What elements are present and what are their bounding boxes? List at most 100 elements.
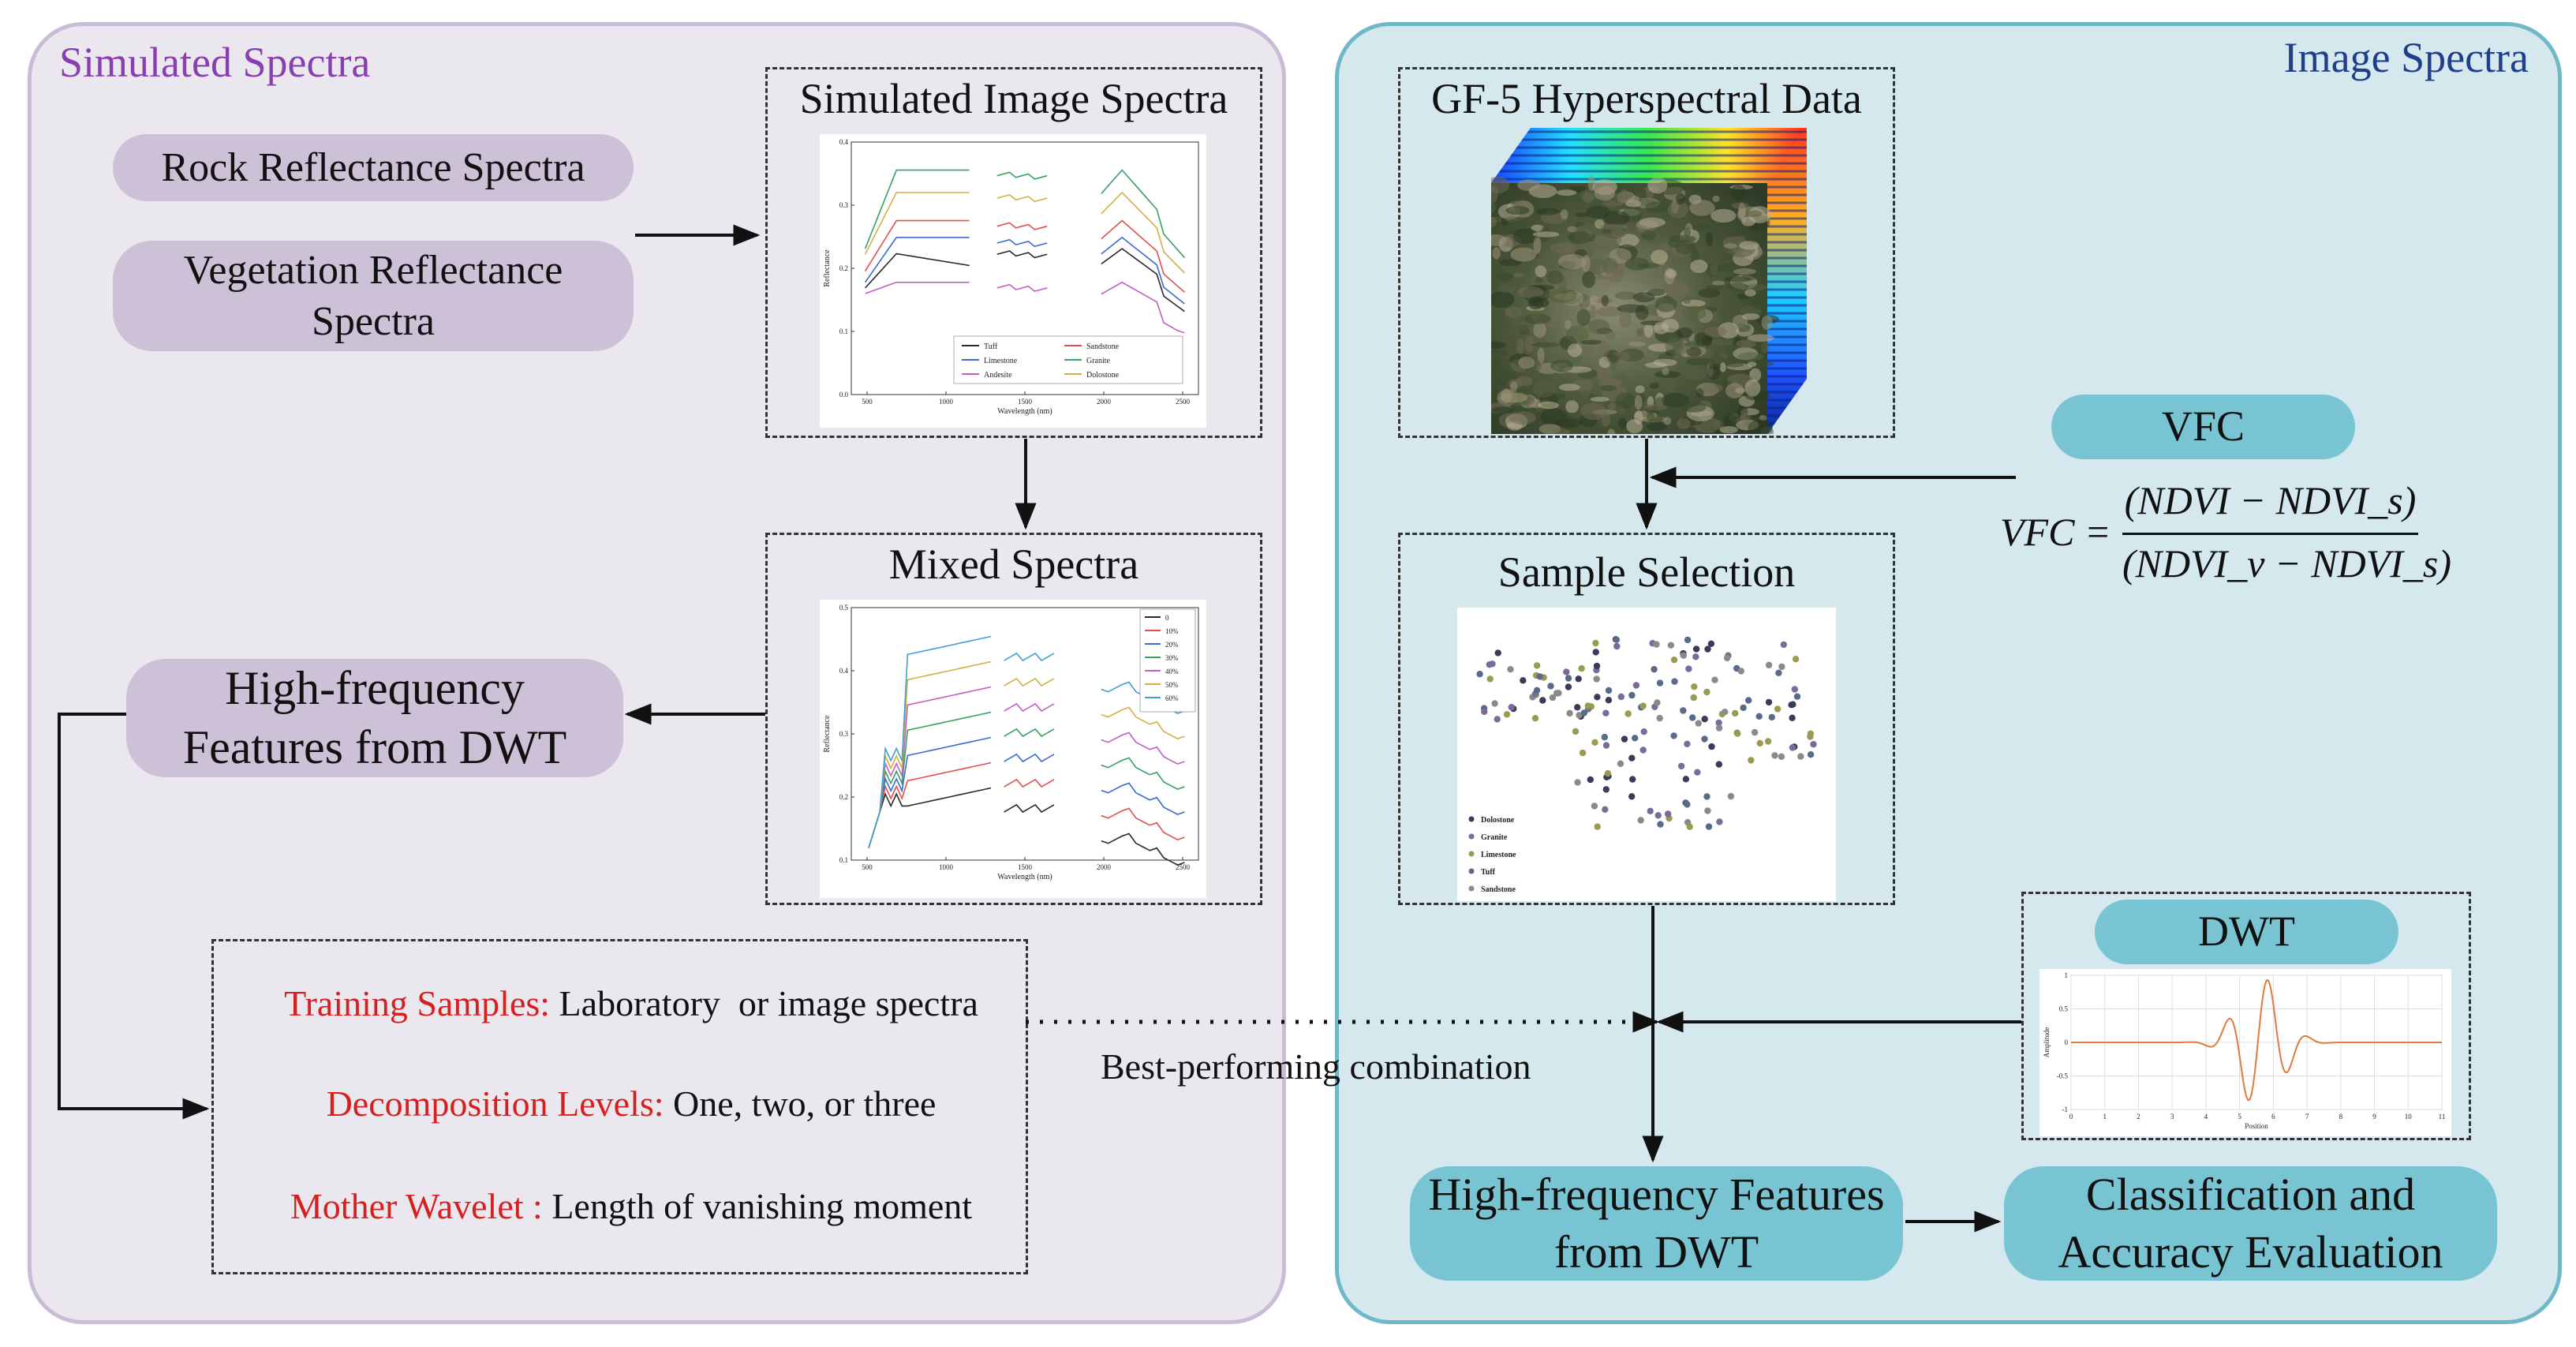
sample-point	[1789, 714, 1796, 721]
terrain-patch	[1489, 291, 1515, 309]
terrain-patch	[1677, 418, 1691, 429]
sample-point	[1705, 823, 1713, 830]
terrain-patch	[1487, 349, 1509, 357]
terrain-patch	[1747, 334, 1774, 342]
terrain-patch	[1686, 224, 1712, 230]
simulated-series-seg3	[1101, 248, 1185, 312]
sample-point	[1617, 760, 1624, 767]
sample-point	[1531, 715, 1539, 722]
sample-point	[1536, 673, 1543, 680]
terrain-patch	[1636, 220, 1659, 229]
sample-point	[1723, 654, 1731, 662]
terrain-patch	[1575, 212, 1590, 218]
terrain-patch	[1702, 335, 1712, 346]
terrain-patch	[1730, 185, 1747, 200]
simulated-legend-label: Andesite	[984, 371, 1012, 380]
sample-point	[1591, 739, 1598, 746]
sample-legend-label: Limestone	[1481, 851, 1516, 859]
terrain-patch	[1599, 224, 1628, 230]
terrain-patch	[1505, 206, 1530, 215]
terrain-patch	[1490, 361, 1502, 374]
sample-point	[1732, 709, 1739, 717]
training-samples-line: Training Samples: Laboratory or image sp…	[237, 982, 1026, 1024]
mixed-series-seg1	[868, 660, 992, 848]
terrain-patch	[1556, 418, 1583, 428]
mother-wavelet-line: Mother Wavelet : Length of vanishing mom…	[237, 1185, 1026, 1227]
mixed-series-seg2	[1004, 728, 1055, 738]
sample-point	[1734, 730, 1741, 737]
y-tick-label: 0.1	[839, 856, 848, 864]
sample-point	[1670, 657, 1678, 664]
terrain-patch	[1744, 379, 1761, 397]
sample-point	[1667, 642, 1675, 649]
terrain-patch	[1749, 292, 1768, 310]
simulated-series-seg1	[864, 169, 970, 249]
terrain-patch	[1677, 327, 1693, 339]
sample-point	[1715, 724, 1723, 731]
mixed-series-seg2	[1004, 702, 1055, 713]
terrain-patch	[1565, 320, 1572, 330]
sample-point	[1602, 709, 1610, 717]
terrain-patch	[1532, 231, 1560, 238]
terrain-patch	[1594, 186, 1616, 201]
sample-point	[1680, 652, 1687, 659]
terrain-patch	[1663, 282, 1689, 297]
sample-point	[1789, 701, 1796, 708]
y-tick-label: 0.3	[839, 730, 849, 738]
terrain-patch	[1581, 223, 1595, 232]
sample-point	[1574, 779, 1581, 786]
sample-point	[1584, 702, 1591, 709]
terrain-patch	[1517, 286, 1544, 298]
dwt-pill: DWT	[2095, 900, 2398, 964]
terrain-patch	[1548, 287, 1577, 304]
sample-point	[1768, 713, 1775, 721]
hyperspectral-cube-svg	[1483, 128, 1807, 440]
sample-point	[1701, 735, 1708, 743]
training-samples-value: Laboratory or image spectra	[559, 983, 978, 1023]
sample-point	[1751, 728, 1759, 736]
terrain-patch	[1619, 311, 1632, 328]
terrain-patch	[1614, 184, 1634, 193]
terrain-patch	[1712, 195, 1720, 202]
rock-reflectance-pill: Rock Reflectance Spectra	[113, 134, 634, 201]
terrain-patch	[1595, 364, 1613, 380]
terrain-patch	[1491, 406, 1513, 413]
terrain-patch	[1580, 339, 1602, 345]
simulated-legend-label: Dolostone	[1086, 371, 1120, 380]
y-tick-label: 0.3	[839, 201, 849, 209]
wavelet-x-tick-label: 0	[2069, 1113, 2073, 1121]
parameter-box	[211, 939, 1028, 1274]
terrain-patch	[1647, 177, 1668, 194]
terrain-patch	[1635, 305, 1649, 320]
sample-point	[1657, 821, 1664, 828]
simulated-legend-label: Sandstone	[1086, 342, 1120, 351]
sample-legend-marker	[1468, 816, 1475, 822]
simulated-series-seg2	[996, 193, 1048, 203]
terrain-patch	[1740, 413, 1752, 426]
sample-point	[1715, 761, 1722, 768]
terrain-patch	[1663, 417, 1672, 425]
wavelet-x-tick-label: 9	[2372, 1113, 2376, 1121]
terrain-patch	[1605, 330, 1616, 340]
sample-point	[1692, 653, 1699, 660]
sample-point	[1587, 776, 1594, 784]
x-axis-label: Wavelength (nm)	[997, 873, 1052, 881]
sample-point	[1708, 743, 1715, 750]
terrain-patch	[1499, 259, 1522, 267]
sample-point	[1549, 694, 1557, 702]
sample-point	[1632, 682, 1640, 689]
sample-point	[1690, 694, 1697, 702]
sample-point	[1695, 720, 1702, 727]
sample-point	[1703, 688, 1710, 696]
terrain-patch	[1684, 366, 1707, 380]
terrain-patch	[1617, 406, 1624, 415]
sample-point	[1547, 683, 1554, 690]
terrain-patch	[1725, 282, 1749, 291]
sample-point	[1617, 693, 1624, 701]
vfc-formula: VFC = (NDVI − NDVI_s) (NDVI_v − NDVI_s)	[2000, 477, 2451, 596]
y-tick-label: 0.2	[839, 264, 848, 272]
